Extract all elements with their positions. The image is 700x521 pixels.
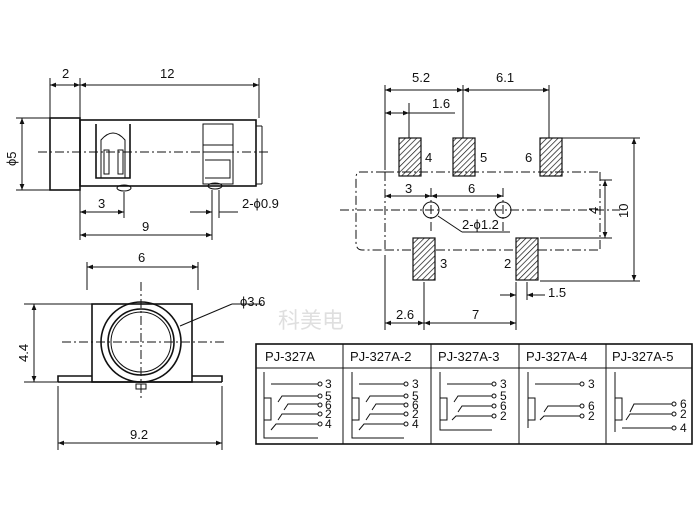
dim-fp-10: 10 [616, 204, 631, 218]
dim-fp-hole: 2-ϕ1.2 [462, 217, 499, 232]
dim-fp-1-6: 1.6 [432, 96, 450, 111]
variant-header-5: PJ-327A-5 [612, 349, 673, 364]
schematic-pj-327a-3: 3 5 6 2 [439, 372, 507, 431]
pin-label: 6 [588, 399, 595, 413]
pin-label: 6 [325, 398, 332, 412]
pad-2 [515, 237, 539, 281]
pin-label: 5 [500, 389, 507, 403]
pin-label: 3 [325, 377, 332, 391]
front-view: 6 ϕ3.6 4.4 9.2 [16, 250, 265, 450]
pin-label: 3 [412, 377, 419, 391]
pin-label: 6 [500, 399, 507, 413]
pad-label-4: 4 [425, 150, 432, 165]
watermark: 科美电 [278, 308, 344, 333]
pad-6 [539, 137, 563, 177]
dim-fp-6: 6 [468, 181, 475, 196]
pin-label: 3 [500, 377, 507, 391]
dim-fp-3: 3 [405, 181, 412, 196]
dim-fp-6-1: 6.1 [496, 70, 514, 85]
dim-side-pin-dia: 2-ϕ0.9 [242, 196, 279, 211]
dim-fp-5-2: 5.2 [412, 70, 430, 85]
pad-3 [412, 237, 436, 281]
pad-label-3: 3 [440, 256, 447, 271]
pin-label: 2 [588, 409, 595, 423]
dim-side-diameter: ϕ5 [4, 151, 19, 166]
pin-label: 2 [325, 407, 332, 421]
schematic-pj-327a-4: 3 6 2 [527, 372, 595, 428]
mount-hole-right [494, 201, 512, 219]
dim-side-12: 12 [160, 66, 174, 81]
dim-side-2: 2 [62, 66, 69, 81]
pin-label: 2 [680, 407, 687, 421]
pin-label: 6 [412, 398, 419, 412]
dim-fp-4: 4 [586, 207, 601, 214]
pin-label: 4 [680, 421, 687, 435]
dim-front-9-2: 9.2 [130, 427, 148, 442]
pin-label: 6 [680, 397, 687, 411]
pad-label-2: 2 [504, 256, 511, 271]
pin-label: 2 [412, 407, 419, 421]
dim-fp-7: 7 [472, 307, 479, 322]
dim-side-3: 3 [98, 196, 105, 211]
pin-label: 4 [325, 417, 332, 431]
variant-header-3: PJ-327A-3 [438, 349, 499, 364]
pin-label: 2 [500, 409, 507, 423]
variant-header-1: PJ-327A [265, 349, 315, 364]
side-view: 2 12 ϕ5 3 9 [4, 66, 279, 240]
pin-label: 5 [412, 389, 419, 403]
pad-5 [452, 137, 476, 177]
dim-front-height: 4.4 [16, 344, 31, 362]
variants-table: PJ-327A PJ-327A-2 PJ-327A-3 PJ-327A-4 PJ… [255, 343, 693, 445]
dim-fp-1-5: 1.5 [548, 285, 566, 300]
schematic-pj-327a: 3 5 6 2 4 [263, 372, 332, 439]
mount-hole-left [422, 201, 440, 219]
pcb-footprint: 5.2 6.1 1.6 4 5 6 3 6 2-ϕ1.2 [340, 70, 640, 330]
pad-4 [398, 137, 422, 177]
schematic-pj-327a-2: 3 5 6 2 4 [351, 372, 419, 439]
pin-label: 4 [412, 417, 419, 431]
variant-header-2: PJ-327A-2 [350, 349, 411, 364]
dim-front-hole: ϕ3.6 [240, 294, 265, 309]
pad-label-5: 5 [480, 150, 487, 165]
dim-side-9: 9 [142, 219, 149, 234]
pin-label: 5 [325, 389, 332, 403]
variant-header-4: PJ-327A-4 [526, 349, 587, 364]
schematic-pj-327a-5: 6 2 4 [614, 372, 687, 435]
pad-label-6: 6 [525, 150, 532, 165]
dim-fp-2-6: 2.6 [396, 307, 414, 322]
pin-label: 3 [588, 377, 595, 391]
dim-front-6: 6 [138, 250, 145, 265]
